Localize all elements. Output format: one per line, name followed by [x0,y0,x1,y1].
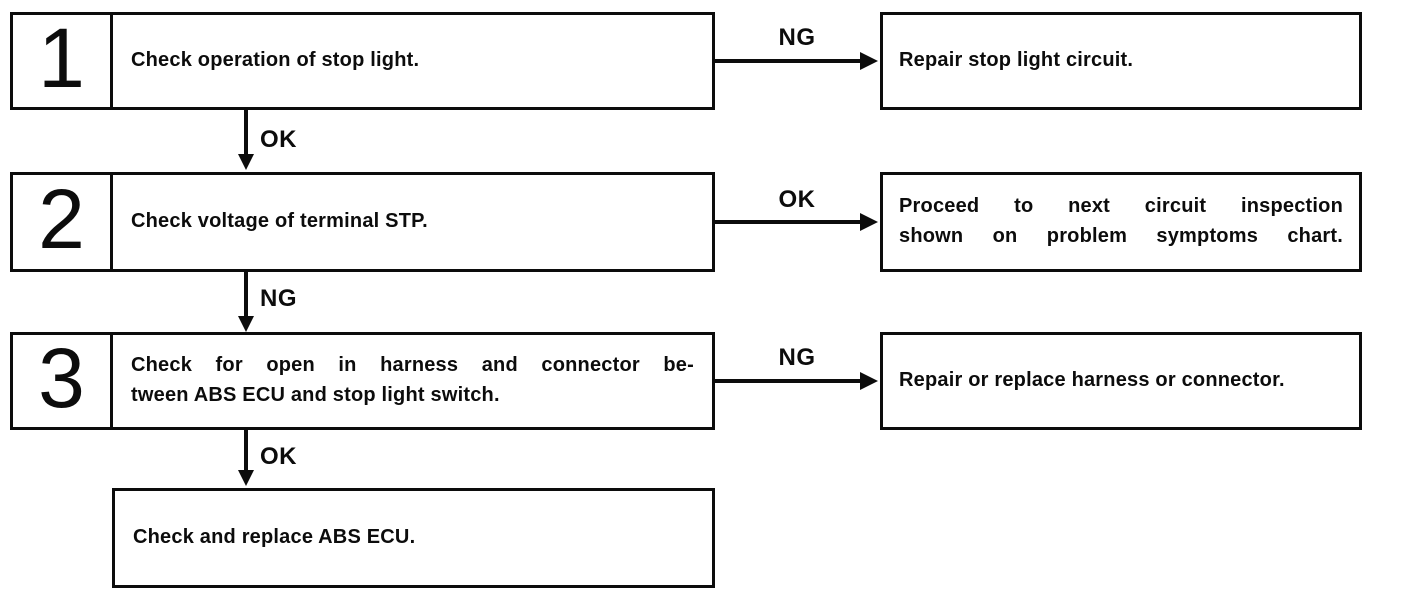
final-action-text: Check and replace ABS ECU. [115,491,712,585]
step-1-action: Check operation of stop light. [113,15,712,107]
branch-arrowhead-1 [860,52,878,70]
result-2-line-2: shown on problem symptoms chart. [899,225,1343,247]
branch-arrowhead-2 [860,213,878,231]
step-3-number: 3 [13,335,113,427]
step-2-number: 2 [13,175,113,269]
step-3-action-line-2: tween ABS ECU and stop light switch. [131,384,500,406]
branch-label-1: NG [778,24,816,51]
step-1-action-line: Check operation of stop light. [131,49,420,71]
down-arrow-line-2 [244,270,248,318]
down-arrow-line-1 [244,108,248,156]
result-3-box: Repair or replace harness or connector. [880,332,1362,430]
step-2-box: 2 Check voltage of terminal STP. [10,172,715,272]
result-1-line: Repair stop light circuit. [899,49,1134,71]
final-action-line: Check and replace ABS ECU. [133,526,416,548]
down-arrowhead-2 [238,316,254,332]
down-label-3: OK [260,443,297,470]
result-1-text: Repair stop light circuit. [883,15,1359,107]
down-label-2: NG [260,285,297,312]
step-3-action-line-1: Check for open in harness and connector … [131,354,694,376]
branch-arrow-line-2 [713,220,863,224]
step-3-action: Check for open in harness and connector … [113,335,712,427]
branch-arrow-line-1 [713,59,863,63]
result-2-box: Proceed to next circuit inspection shown… [880,172,1362,272]
result-2-line-1: Proceed to next circuit inspection [899,195,1343,217]
step-2-action-line: Check voltage of terminal STP. [131,210,428,232]
result-1-box: Repair stop light circuit. [880,12,1362,110]
step-2-action: Check voltage of terminal STP. [113,175,712,269]
branch-arrowhead-3 [860,372,878,390]
result-3-line: Repair or replace harness or connector. [899,369,1285,391]
step-1-number: 1 [13,15,113,107]
result-3-text: Repair or replace harness or connector. [883,335,1359,427]
step-3-box: 3 Check for open in harness and connecto… [10,332,715,430]
branch-label-3: NG [778,344,816,371]
branch-label-2: OK [778,186,816,213]
down-label-1: OK [260,126,297,153]
branch-arrow-line-3 [713,379,863,383]
final-action-box: Check and replace ABS ECU. [112,488,715,588]
step-1-box: 1 Check operation of stop light. [10,12,715,110]
down-arrow-line-3 [244,428,248,472]
down-arrowhead-3 [238,470,254,486]
result-2-text: Proceed to next circuit inspection shown… [883,175,1359,269]
down-arrowhead-1 [238,154,254,170]
